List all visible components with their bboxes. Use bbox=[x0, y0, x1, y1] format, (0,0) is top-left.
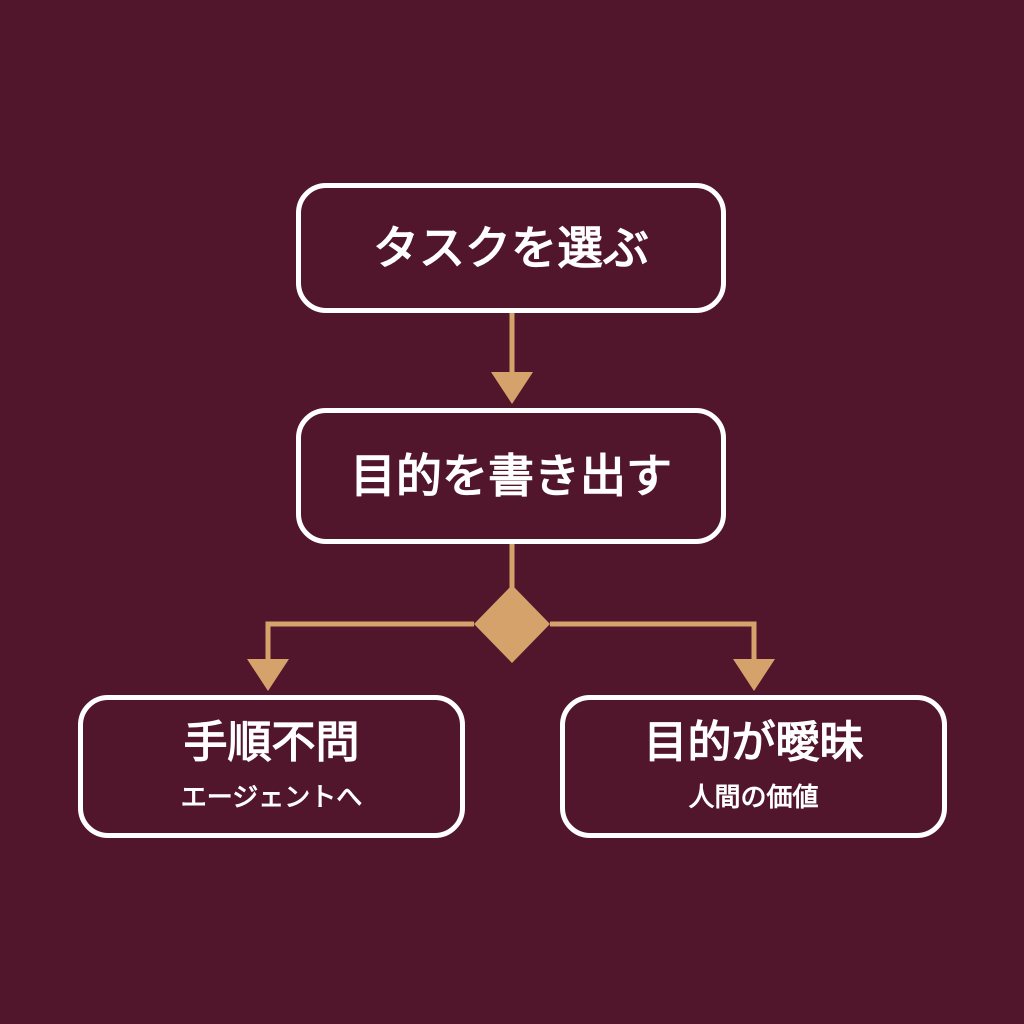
node-label: 目的を書き出す bbox=[350, 448, 672, 503]
connector-line bbox=[550, 621, 757, 662]
node-label: 手順不問 bbox=[183, 716, 360, 768]
edge-select-task-to-write-goal bbox=[491, 313, 533, 404]
arrow-head bbox=[733, 659, 775, 691]
node-sublabel: エージェントへ bbox=[180, 783, 363, 814]
arrow-head bbox=[247, 659, 289, 691]
edge-decision-to-any-method bbox=[247, 621, 474, 691]
node-write-goal: 目的を書き出す bbox=[296, 408, 726, 544]
node-label: 目的が曖昧 bbox=[643, 716, 864, 768]
node-vague-goal: 目的が曖昧 人間の価値 bbox=[560, 695, 947, 838]
node-sublabel: 人間の価値 bbox=[688, 783, 819, 814]
connector-line bbox=[265, 621, 474, 662]
edge-decision-to-vague-goal bbox=[550, 621, 775, 691]
decision-diamond bbox=[474, 585, 550, 663]
node-label: タスクを選ぶ bbox=[373, 220, 649, 275]
node-select-task: タスクを選ぶ bbox=[296, 183, 726, 313]
node-any-method: 手順不問 エージェントへ bbox=[78, 695, 465, 838]
arrow-head bbox=[491, 372, 533, 404]
